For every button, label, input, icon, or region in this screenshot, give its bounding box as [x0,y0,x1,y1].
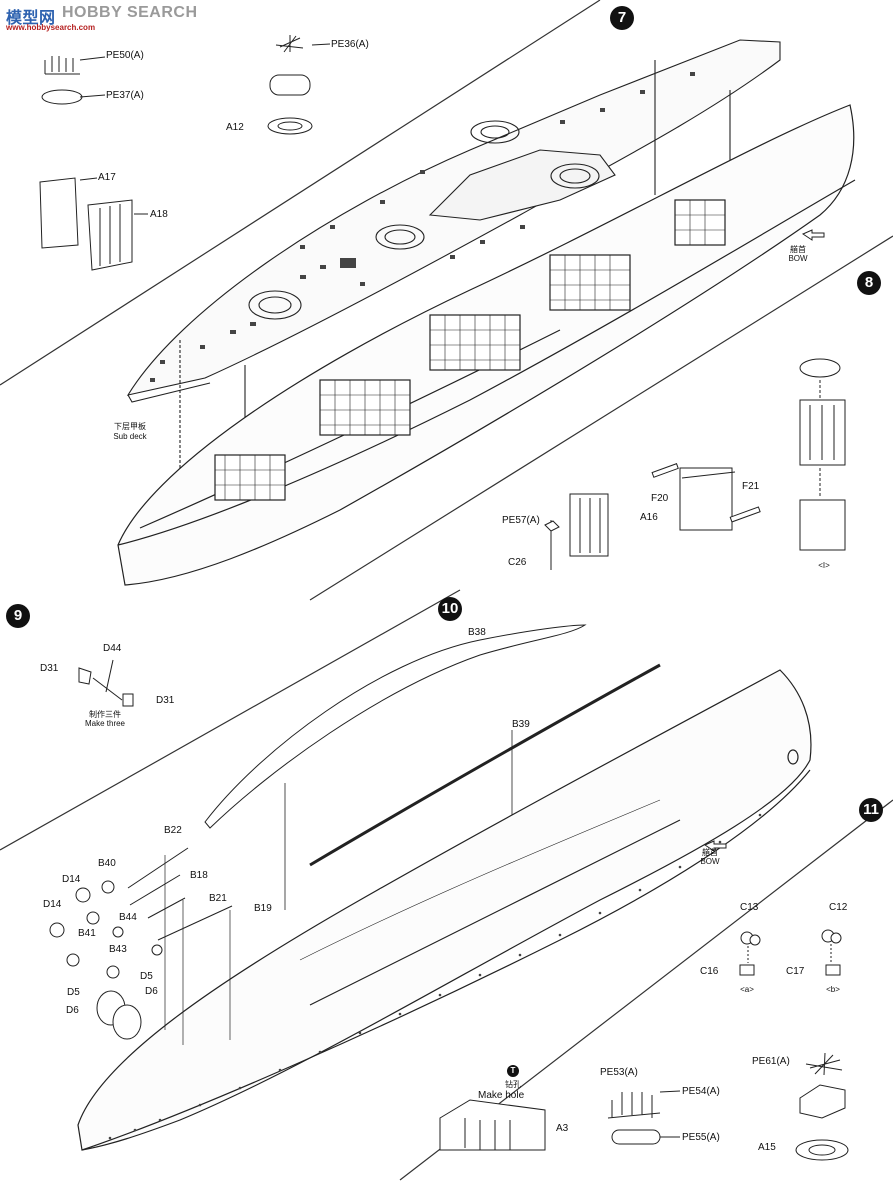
label-pe55: PE55(A) [682,1132,720,1143]
drill-icon-label: T [510,1066,516,1075]
label-mark-a: <a> [740,985,754,994]
label-b44: B44 [119,912,137,923]
label-a15: A15 [758,1142,776,1153]
label-c16: C16 [700,966,719,977]
label-b19: B19 [254,903,272,914]
label-c13: C13 [740,902,759,913]
label-bow-cn: 艏首 [790,245,806,254]
label-a3: A3 [556,1123,569,1134]
step-11-badge: 11 [859,798,883,822]
label-a18: A18 [150,209,168,220]
label-sub-deck-cn: 下层甲板 [114,422,146,431]
label-make-three-cn: 制作三件 [89,710,121,719]
pe36-a12-assembly [267,35,331,135]
b38-mast [204,624,587,829]
pe50-pe37-assembly [41,56,106,105]
watermark-brand: 模型网 [6,10,56,27]
step-8-badge: 8 [857,271,881,295]
label-mark-i: <I> [818,561,830,570]
a3-part [439,1099,546,1151]
label-d31-left: D31 [40,663,59,674]
label-b22: B22 [164,825,182,836]
label-b43: B43 [109,944,127,955]
label-pe57: PE57(A) [502,515,540,526]
a17-a18-assembly [39,177,148,271]
deck-detail-dots [150,72,695,382]
label-b41: B41 [78,928,96,939]
label-d44: D44 [103,643,122,654]
label-b39: B39 [512,719,530,730]
label-b21: B21 [209,893,227,904]
label-c12: C12 [829,902,848,913]
label-bow2-en: BOW [700,857,720,866]
label-d31-right: D31 [156,695,175,706]
spars-b22-b18-b21-b19 [127,847,233,1045]
label-pe37: PE37(A) [106,90,144,101]
c13-c16-assembly [739,931,761,976]
label-pe36: PE36(A) [331,39,369,50]
hull-step7 [117,104,856,586]
c12-c17-assembly [821,929,842,976]
watermark-text: HOBBY SEARCH [62,4,198,21]
bow-arrow-2 [703,840,727,852]
label-a17: A17 [98,172,116,183]
label-pe50: PE50(A) [106,50,144,61]
label-d5-right: D5 [140,971,153,982]
label-a12: A12 [226,122,244,133]
label-d6-top: D6 [145,986,158,997]
label-b38: B38 [468,627,486,638]
bow-arrow-1 [801,229,825,241]
hull-step10 [77,669,812,1151]
label-c17: C17 [786,966,805,977]
label-mark-b: <b> [826,985,840,994]
label-b18: B18 [190,870,208,881]
drill-marker [507,1065,519,1077]
pe57-c26-assembly [544,493,609,570]
step-7-badge: 7 [610,6,634,30]
b39-mast [309,663,661,867]
label-drill-en: Make hole [478,1090,525,1101]
label-pe54: PE54(A) [682,1086,720,1097]
step9-d31-d44-assembly [78,659,134,707]
label-f20: F20 [651,493,669,504]
pe61-a15-assembly [795,1052,849,1161]
step-10-badge: 10 [438,597,462,621]
label-pe61: PE61(A) [752,1056,790,1067]
label-make-three-en: Make three [84,719,126,728]
label-f21: F21 [742,481,760,492]
label-pe53: PE53(A) [600,1067,638,1078]
label-a16: A16 [640,512,658,523]
hull-portholes [108,813,762,1140]
d6-plates [96,990,142,1040]
label-bow-en: BOW [788,254,808,263]
label-c26: C26 [508,557,527,568]
step-9-badge: 9 [6,604,30,628]
label-sub-deck-en: Sub deck [113,432,147,441]
label-d14-top: D14 [62,874,81,885]
label-d6-left: D6 [66,1005,79,1016]
label-b40: B40 [98,858,116,869]
d14-b40-b44-b41-b43-parts [49,880,163,979]
a16-f20-f21-assembly [651,463,761,531]
watermark-url: www.hobbysearch.com [6,23,96,32]
label-drill-cn: 钻孔 [505,1080,521,1089]
step8-tower-assembly [799,358,846,551]
bulkhead-grid [215,200,725,500]
pe53-pe54-pe55-assembly [607,1090,681,1145]
label-d5-left: D5 [67,987,80,998]
label-bow2-cn: 艏首 [702,848,718,857]
label-d14-bottom: D14 [43,899,62,910]
